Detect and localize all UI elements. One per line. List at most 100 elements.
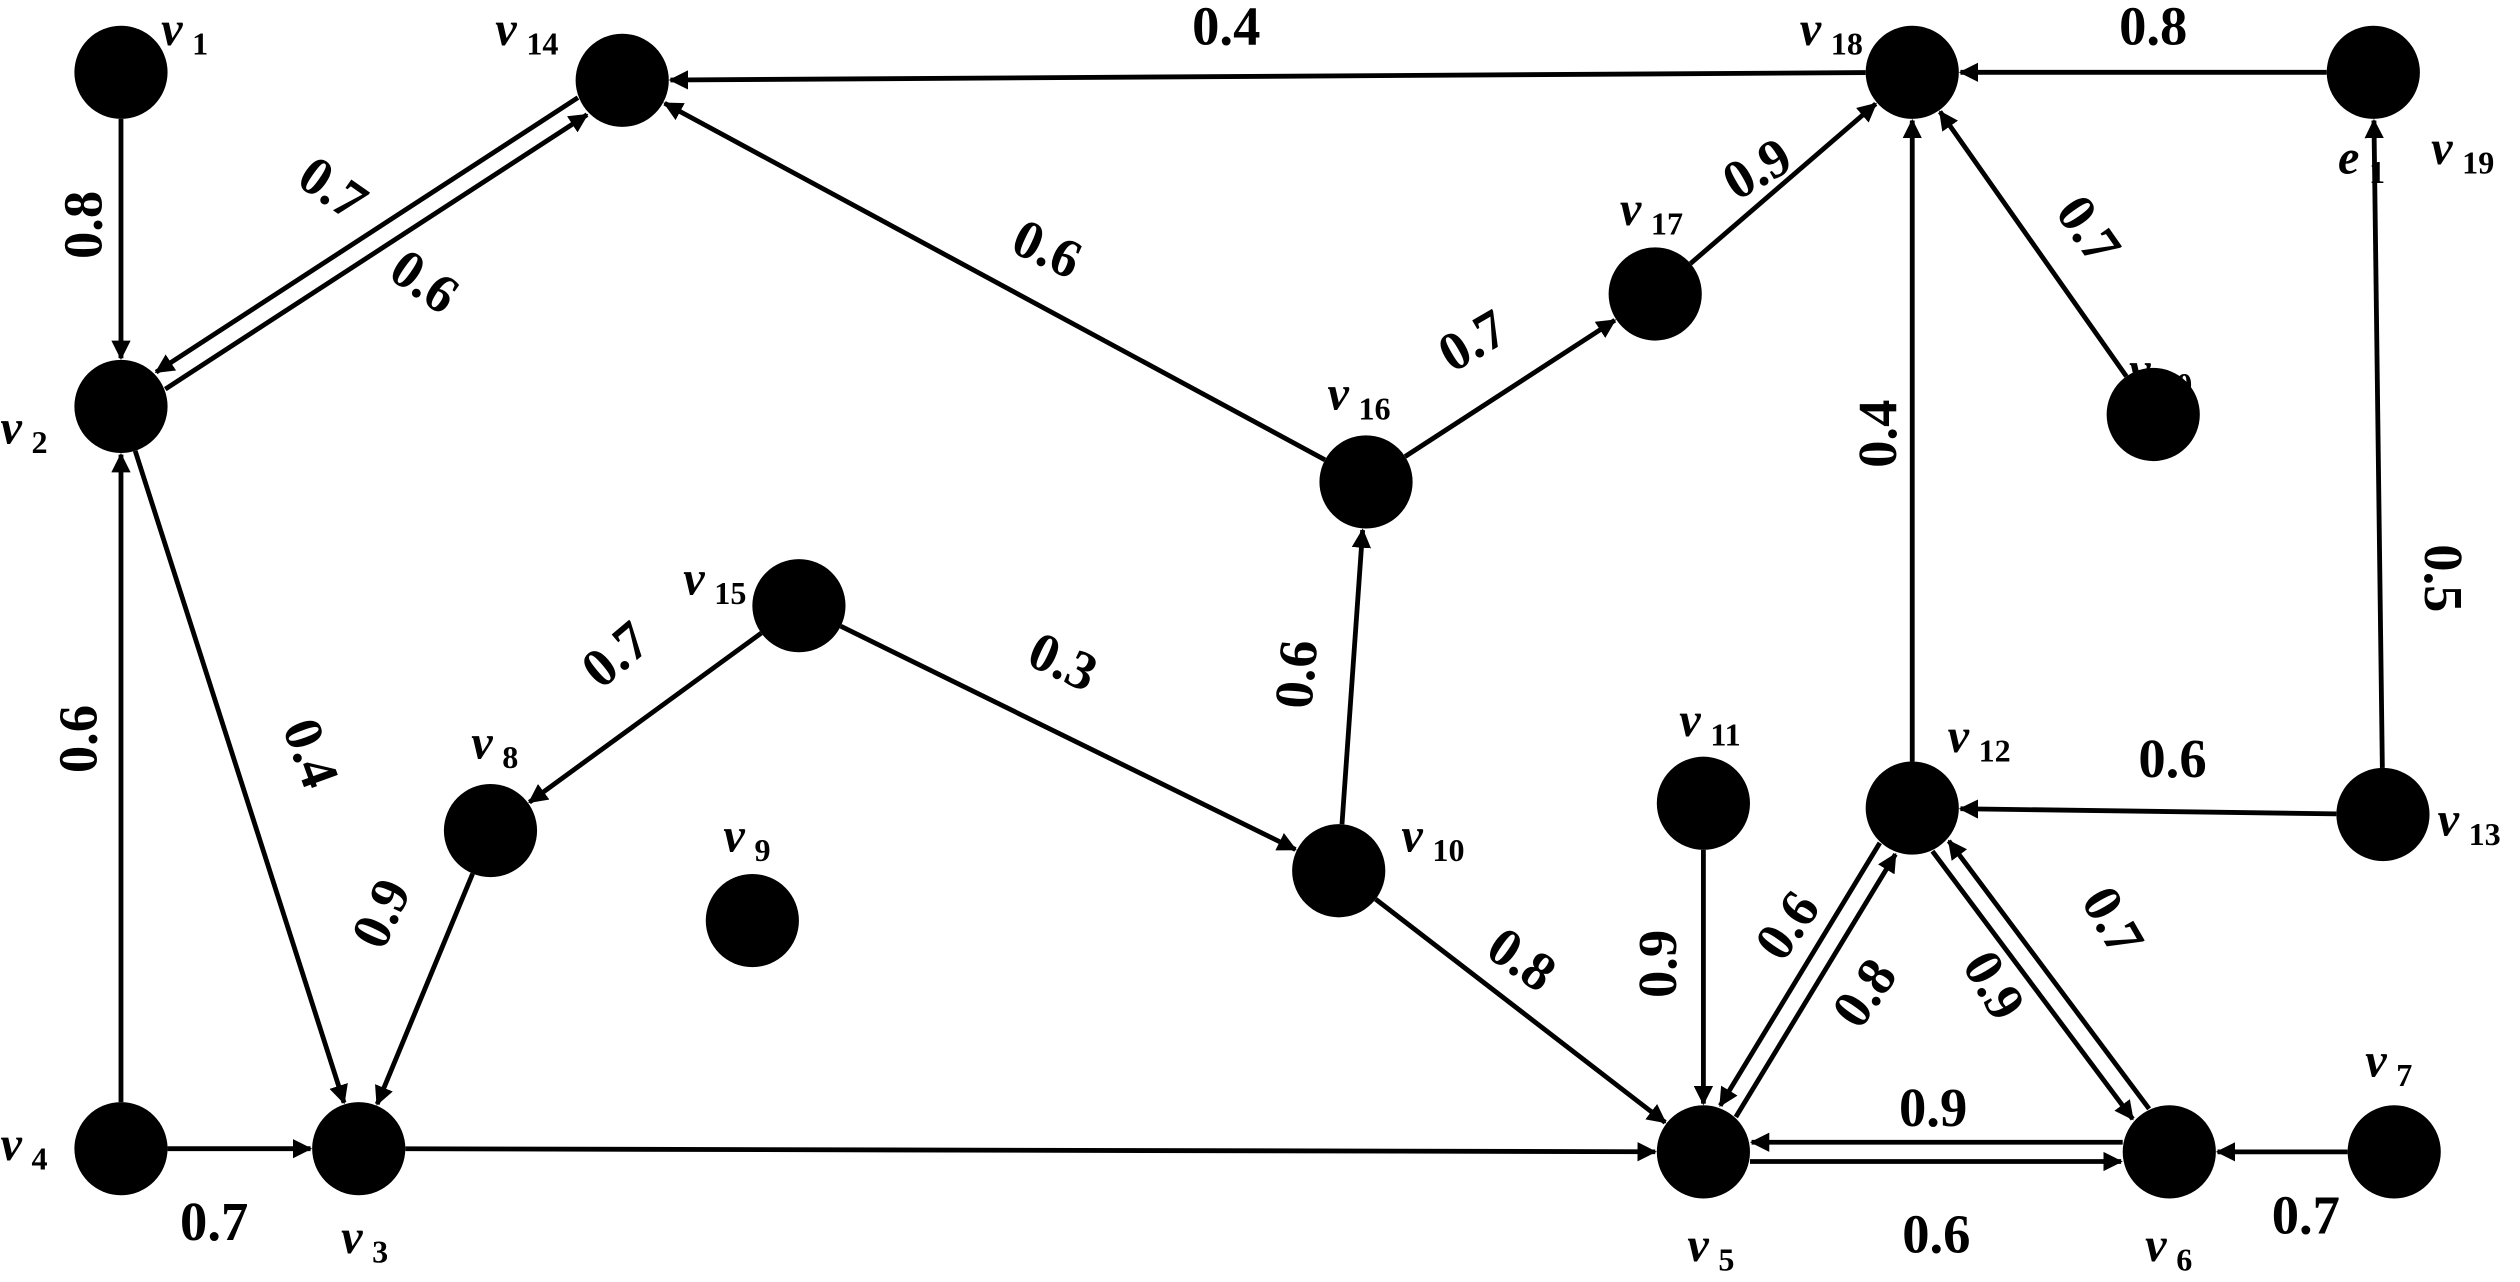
edge-weight-label: 0.9: [1712, 125, 1802, 212]
label-letter: v: [341, 1211, 363, 1264]
label-letter: v: [1687, 1219, 1709, 1272]
label-subscript: 5: [1718, 1242, 1734, 1278]
label-subscript: 9: [754, 832, 770, 868]
edge-v12-v5: [1718, 841, 1882, 1108]
node-v18: [1865, 25, 1959, 119]
label-letter: v: [2438, 793, 2460, 846]
label-subscript: 7: [2396, 1057, 2412, 1093]
edge-weight-label: 0.6: [48, 705, 109, 773]
node-v1: [74, 25, 168, 119]
edge-v18-v14: [668, 70, 1866, 90]
edge-v13-v19: [2364, 118, 2385, 768]
label-letter: v: [2431, 122, 2453, 175]
label-letter: v: [1620, 183, 1642, 236]
edge-weight-label: 0.7: [2070, 876, 2157, 966]
label-subscript: 3: [372, 1234, 388, 1270]
label-subscript: 10: [1432, 832, 1464, 868]
edge-weight-label: 0.7: [2272, 1184, 2340, 1245]
node-v16: [1319, 435, 1413, 529]
label-subscript: 8: [502, 739, 518, 775]
label-letter: v: [723, 809, 745, 862]
edge-weight-label: 0.7: [569, 609, 661, 700]
label-subscript: 11: [1710, 716, 1740, 752]
node-v5: [1656, 1105, 1750, 1199]
label-subscript: 19: [2462, 145, 2494, 181]
label-letter: v: [0, 1118, 22, 1171]
node-v14: [575, 33, 669, 127]
edge-v8-v3: [374, 872, 475, 1106]
edge-v17-v18: [1688, 101, 1878, 266]
label-letter: v: [683, 552, 705, 605]
edge-v10-v16: [1339, 528, 1372, 825]
edge-weight-label: 0.6: [1003, 206, 1091, 290]
edge-weight-label: 0.6: [1902, 1204, 1970, 1265]
nodes: [74, 25, 2441, 1199]
edge-v14-v2: [154, 95, 580, 375]
node-v7: [2347, 1105, 2441, 1199]
label-subscript: 17: [1651, 206, 1683, 242]
node-v2: [74, 359, 168, 454]
node-v20: [2106, 367, 2200, 462]
label-subscript: 18: [1831, 26, 1863, 62]
label-letter: v: [1401, 809, 1423, 862]
edge-weight-label: 0.6: [1742, 880, 1831, 971]
label-subscript: 12: [1979, 732, 2011, 768]
node-v15: [752, 559, 846, 653]
edge-v2-v3: [132, 450, 348, 1105]
edge-weight-label: 0.4: [271, 711, 352, 796]
edge-weight-label: 0.8: [2119, 0, 2187, 57]
edge-weight-label: 0.4: [1847, 400, 1908, 468]
label-letter: v: [1800, 3, 1822, 56]
label-subscript: 15: [714, 575, 746, 611]
edge-v20-v18: [1938, 110, 2129, 378]
node-v19: [2326, 25, 2420, 119]
edge-weight-label: 0.6: [379, 237, 470, 326]
label-letter: e: [2338, 132, 2359, 185]
node-v10: [1292, 824, 1386, 918]
label-subscript: 1: [192, 26, 208, 62]
edge-v10-v5: [1374, 897, 1667, 1125]
node-v9: [705, 873, 799, 968]
label-subscript: 14: [526, 26, 558, 62]
node-v3: [312, 1102, 406, 1196]
edge-v16-v17: [1403, 318, 1617, 459]
edge-weight-label: 0.9: [1899, 1077, 1967, 1138]
edge-weight-label: 0.7: [180, 1191, 248, 1252]
edge-weight-label: 0.9: [1951, 940, 2038, 1030]
edge-weight-label: 0.3: [1019, 619, 1107, 703]
node-v8: [443, 783, 538, 878]
node-v4: [74, 1102, 168, 1196]
label-letter: v: [471, 716, 493, 769]
edge-weight-label: 0.7: [1427, 297, 1517, 384]
edge-weight-label: 0.6: [2138, 728, 2206, 789]
edge-weight-label: 0.9: [1627, 930, 1688, 998]
edge-v15-v10: [839, 624, 1297, 852]
label-subscript: 20: [2160, 366, 2192, 402]
node-v11: [1656, 756, 1750, 850]
label-subscript: 2: [32, 424, 48, 460]
label-letter: v: [1327, 368, 1349, 421]
label-letter: v: [495, 3, 517, 56]
label-letter: v: [0, 401, 22, 454]
edge-v16-v14: [663, 101, 1327, 462]
